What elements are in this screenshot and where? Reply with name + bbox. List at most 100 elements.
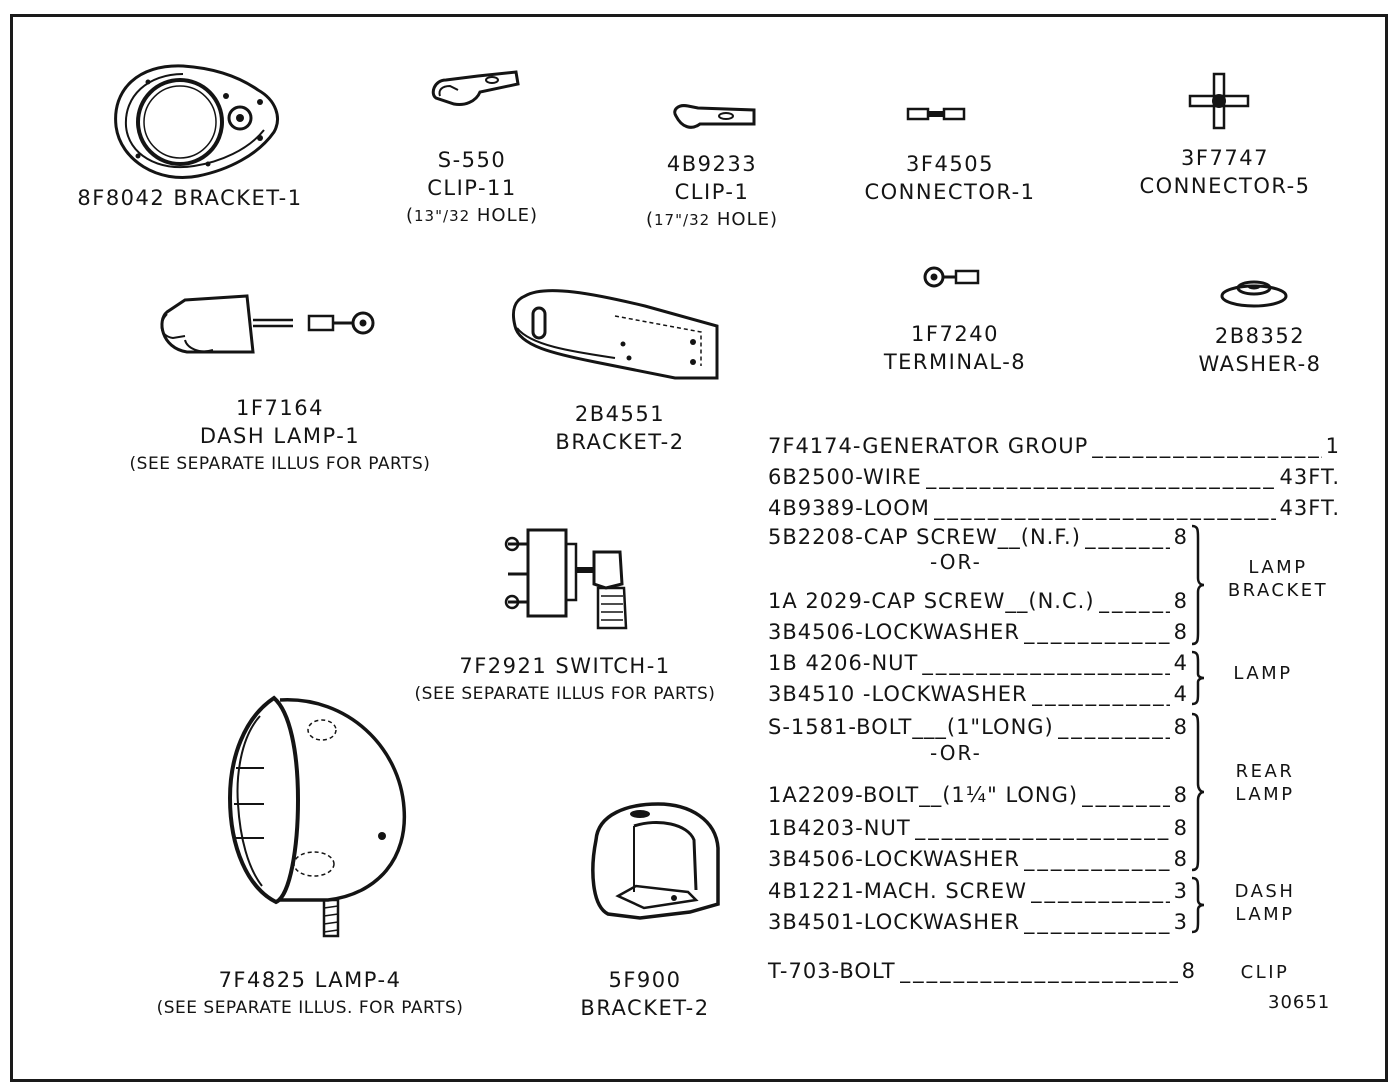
washer-2b8352-name: WASHER-8 (1198, 352, 1322, 376)
lamp-7f4825-name: 7F4825 LAMP-4 (218, 968, 402, 992)
clip-4b9233-number: 4B9233 (666, 152, 758, 176)
list-row-bolt-1in: S-1581-BOLT___(1"LONG)______________8 (768, 714, 1188, 740)
group-dash-lamp-line1: DASH (1234, 881, 1296, 902)
group-clip-line1: CLIP (1240, 962, 1290, 983)
group-lamp: LAMP (1215, 662, 1311, 685)
bracket-5f900-name: BRACKET-2 (580, 996, 710, 1020)
clip-s550-number: S-550 (437, 148, 507, 172)
leader-dashes: ______________ (1023, 620, 1170, 644)
list-qty: 8 (1173, 525, 1188, 549)
lamp-7f4825-drawing (227, 695, 407, 938)
clip-4b9233-hole-den: 32 (689, 211, 711, 229)
clip-4b9233-hole-num: 17" (654, 211, 683, 229)
leader-dashes: ______________ (1082, 783, 1170, 807)
list-row-nut-rear: 1B4203-NUT______________________8 (768, 815, 1188, 841)
leader-dashes: ______________________ (914, 816, 1170, 840)
connector-3f7747-label: 3F7747 CONNECTOR-5 (1120, 144, 1330, 200)
list-qty: 8 (1173, 816, 1188, 840)
washer-2b8352-number: 2B8352 (1214, 324, 1306, 348)
list-qty: 1 (1325, 434, 1340, 458)
clip-s550-hole-fraction: 13"/32 (414, 207, 471, 225)
diagram-frame (10, 14, 1388, 1082)
connector-3f7747-name: CONNECTOR-5 (1139, 174, 1311, 198)
clip-4b9233-hole-text: HOLE) (716, 209, 779, 230)
group-rear-lamp: REAR LAMP (1225, 760, 1305, 806)
list-qty: 8 (1173, 715, 1188, 739)
list-qty: 3 (1173, 910, 1188, 934)
leader-dashes: ______________________ (899, 959, 1178, 983)
list-row-cap-screw-nf: 5B2208-CAP SCREW__(N.F.)______________8 (768, 524, 1188, 550)
clip-s550-hole: (13"/32 HOLE) (405, 205, 539, 226)
switch-7f2921-note: (SEE SEPARATE ILLUS FOR PARTS) (414, 684, 716, 704)
list-desc: 7F4174-GENERATOR GROUP (768, 434, 1089, 458)
list-desc: 4B1221-MACH. SCREW (768, 879, 1027, 903)
clip-4b9233-hole: (17"/32 HOLE) (645, 209, 779, 230)
connector-3f4505-number: 3F4505 (906, 152, 994, 176)
clip-s550-name: CLIP-11 (427, 176, 517, 200)
list-qty: 8 (1181, 959, 1196, 983)
brace-lamp (1191, 650, 1205, 706)
list-row-cap-screw-nc: 1A 2029-CAP SCREW__(N.C.)______________8 (768, 588, 1188, 614)
terminal-1f7240-name: TERMINAL-8 (883, 350, 1027, 374)
bracket-5f900-number: 5F900 (608, 968, 682, 992)
bracket-2b4551-drawing (511, 289, 719, 380)
dash-lamp-1f7164-label: 1F7164 DASH LAMP-1 (SEE SEPARATE ILLUS F… (90, 394, 470, 478)
leader-dashes: ______________ (1098, 589, 1170, 613)
group-lamp-bracket-line1: LAMP (1248, 557, 1308, 578)
dash-lamp-1f7164-drawing (160, 294, 375, 354)
group-rear-lamp-line2: LAMP (1235, 784, 1295, 805)
list-qty: 4 (1173, 651, 1188, 675)
dash-lamp-1f7164-number: 1F7164 (236, 396, 324, 420)
leader-dashes: ______________ (1031, 682, 1170, 706)
clip-4b9233-drawing (673, 104, 756, 129)
bracket-2b4551-label: 2B4551 BRACKET-2 (520, 400, 720, 456)
list-desc: 3B4506-LOCKWASHER (768, 847, 1020, 871)
leader-dashes: ______________ (1030, 879, 1170, 903)
list-desc: 1A2209-BOLT__(1¼" LONG) (768, 783, 1079, 807)
list-desc: 1B 4206-NUT (768, 651, 919, 675)
list-desc: 3B4510 -LOCKWASHER (768, 682, 1028, 706)
group-lamp-bracket: LAMP BRACKET (1215, 556, 1341, 602)
list-desc: 3B4501-LOCKWASHER (768, 910, 1020, 934)
list-row-mach-screw: 4B1221-MACH. SCREW______________3 (768, 878, 1188, 904)
terminal-1f7240-label: 1F7240 TERMINAL-8 (855, 320, 1055, 376)
figure-number: 30651 (1268, 992, 1331, 1013)
group-lamp-bracket-line2: BRACKET (1227, 580, 1329, 601)
clip-s550-label: S-550 CLIP-11 (13"/32 HOLE) (392, 146, 552, 230)
leader-dashes: ______________________________ (1092, 434, 1322, 458)
list-desc: 4B9389-LOOM (768, 496, 930, 520)
switch-7f2921-name: 7F2921 SWITCH-1 (459, 654, 671, 678)
clip-4b9233-label: 4B9233 CLIP-1 (17"/32 HOLE) (632, 150, 792, 234)
clip-s550-hole-den: 32 (449, 207, 471, 225)
or-separator: -OR- (930, 550, 982, 574)
clip-s550-hole-text: HOLE) (476, 205, 539, 226)
bracket-2b4551-name: BRACKET-2 (555, 430, 685, 454)
bracket-5f900-drawing (591, 802, 720, 920)
leader-dashes: ______________________________ (933, 496, 1276, 520)
bracket-2b4551-number: 2B4551 (574, 402, 666, 426)
clip-4b9233-hole-fraction: 17"/32 (654, 211, 711, 229)
lamp-7f4825-label: 7F4825 LAMP-4 (SEE SEPARATE ILLUS. FOR P… (100, 966, 520, 1022)
switch-7f2921-label: 7F2921 SWITCH-1 (SEE SEPARATE ILLUS FOR … (380, 652, 750, 708)
list-desc: T-703-BOLT (768, 959, 896, 983)
dash-lamp-1f7164-note: (SEE SEPARATE ILLUS FOR PARTS) (129, 454, 431, 474)
leader-dashes: ______________ (1023, 847, 1170, 871)
bracket-8f8042-drawing (114, 64, 279, 179)
list-qty: 8 (1173, 589, 1188, 613)
lamp-7f4825-note: (SEE SEPARATE ILLUS. FOR PARTS) (156, 998, 464, 1018)
group-dash-lamp-line2: LAMP (1235, 904, 1295, 925)
list-desc: 6B2500-WIRE (768, 465, 922, 489)
or-separator-bolt: -OR- (930, 741, 982, 765)
group-rear-lamp-line1: REAR (1235, 761, 1295, 782)
leader-dashes: ______________ (1023, 910, 1170, 934)
list-row-lockwasher-bracket: 3B4506-LOCKWASHER______________8 (768, 619, 1188, 645)
group-clip: CLIP (1225, 961, 1305, 984)
brace-lamp-bracket (1191, 524, 1205, 646)
list-desc: 3B4506-LOCKWASHER (768, 620, 1020, 644)
connector-3f4505-drawing (906, 107, 966, 121)
connector-3f4505-label: 3F4505 CONNECTOR-1 (850, 150, 1050, 206)
group-lamp-line1: LAMP (1233, 663, 1293, 684)
switch-7f2921-drawing (504, 528, 628, 630)
dash-lamp-1f7164-name: DASH LAMP-1 (199, 424, 361, 448)
list-row-loom: 4B9389-LOOM_____________________________… (768, 495, 1340, 521)
